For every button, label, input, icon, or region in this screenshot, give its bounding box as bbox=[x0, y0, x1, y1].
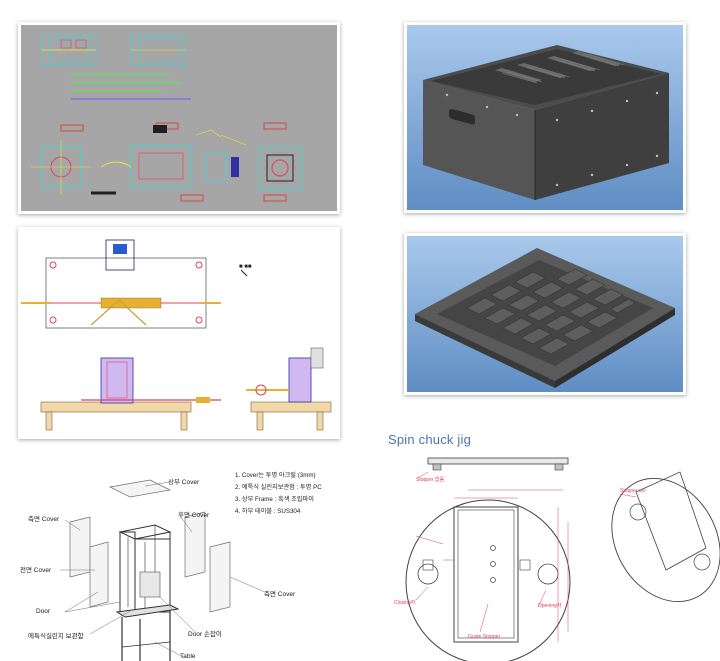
label-front-cover: 전면 Cover bbox=[20, 567, 52, 574]
label-top-cover: 상부 Cover bbox=[168, 479, 200, 486]
callout-opening: Opening자 bbox=[538, 603, 562, 609]
note-3: 3. 상부 Frame : 흑색 조립파이 bbox=[235, 496, 314, 503]
note-4: 4. 하부 테이블 : SUS304 bbox=[235, 508, 301, 515]
render-tray-box-art bbox=[423, 45, 669, 200]
cad-drawing-white-panel: ■ ■■ bbox=[18, 227, 340, 439]
cabinet-notes: 1. Cover는 투명 아크릴 (3mm) 2. 에특식 실린지보관함 : 투… bbox=[235, 470, 360, 518]
spin-chuck-title: Spin chuck jig bbox=[388, 432, 472, 447]
cad-drawing-white-art: ■ ■■ bbox=[21, 239, 332, 431]
callout-stopper-uni: Stopper uni bbox=[620, 488, 646, 494]
svg-text:■ ■■: ■ ■■ bbox=[239, 264, 252, 270]
label-door: Door bbox=[36, 608, 51, 615]
spin-chuck-drawing-art bbox=[405, 457, 720, 661]
label-door-handle: Door 손잡이 bbox=[188, 631, 222, 638]
callout-stopper: Stopper 없음 bbox=[416, 477, 445, 483]
render-flat-tray-panel bbox=[404, 233, 686, 395]
cad-drawing-gray-art bbox=[31, 34, 302, 202]
spin-chuck-drawing: Stopper 없음 Closing자 Guide Stopper Openin… bbox=[388, 452, 720, 661]
render-tray-box-panel bbox=[404, 22, 686, 213]
note-1: 1. Cover는 투명 아크릴 (3mm) bbox=[235, 472, 316, 479]
cabinet-exploded-art bbox=[60, 479, 266, 661]
cad-drawing-gray-panel bbox=[18, 22, 340, 214]
callout-closing: Closing자 bbox=[394, 600, 416, 606]
label-rear-cover: 후면 Cover bbox=[178, 512, 210, 519]
label-storage: 에특식실린지 보관함 bbox=[28, 633, 84, 640]
note-2: 2. 에특식 실린지보관함 : 투명 PC bbox=[235, 484, 322, 491]
callout-guide-stopper: Guide Stopper bbox=[468, 634, 501, 640]
label-side-cover-right: 측면 Cover bbox=[264, 591, 296, 598]
label-table: Table bbox=[180, 653, 196, 660]
render-flat-tray-art bbox=[415, 248, 675, 388]
cabinet-exploded-panel: 상부 Cover 측면 Cover 후면 Cover 전면 Cover Door… bbox=[20, 462, 360, 661]
label-side-cover-left: 측면 Cover bbox=[28, 516, 60, 523]
